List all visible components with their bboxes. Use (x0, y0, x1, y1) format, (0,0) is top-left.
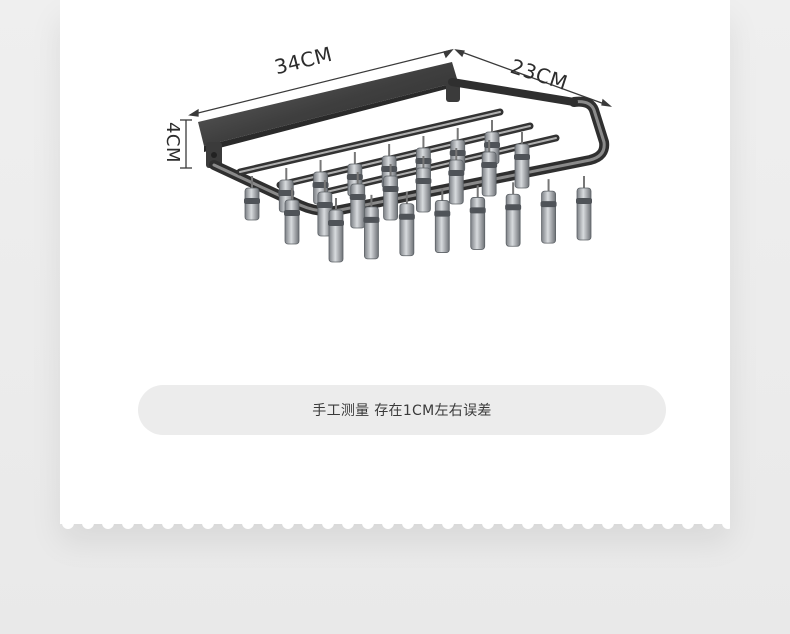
clip (398, 191, 415, 257)
clip (415, 156, 432, 213)
clip (382, 164, 399, 221)
clip (244, 176, 260, 221)
clip (434, 188, 451, 253)
clip (576, 176, 592, 241)
dimension-lines (180, 48, 613, 169)
clip (505, 182, 522, 247)
clip-group (244, 120, 592, 263)
clip (363, 194, 380, 260)
clip (349, 172, 366, 229)
clip (284, 188, 300, 245)
measurement-note-text: 手工测量 存在1CM左右误差 (312, 403, 492, 419)
clip (448, 148, 465, 205)
clip (469, 185, 486, 250)
clip (540, 179, 557, 244)
height-dimension-label: 4CM (162, 121, 184, 164)
clip (514, 132, 530, 189)
rack-illustration (180, 48, 613, 263)
measurement-note: 手工测量 存在1CM左右误差 (138, 385, 666, 435)
clip (328, 198, 344, 263)
clip (481, 140, 498, 197)
